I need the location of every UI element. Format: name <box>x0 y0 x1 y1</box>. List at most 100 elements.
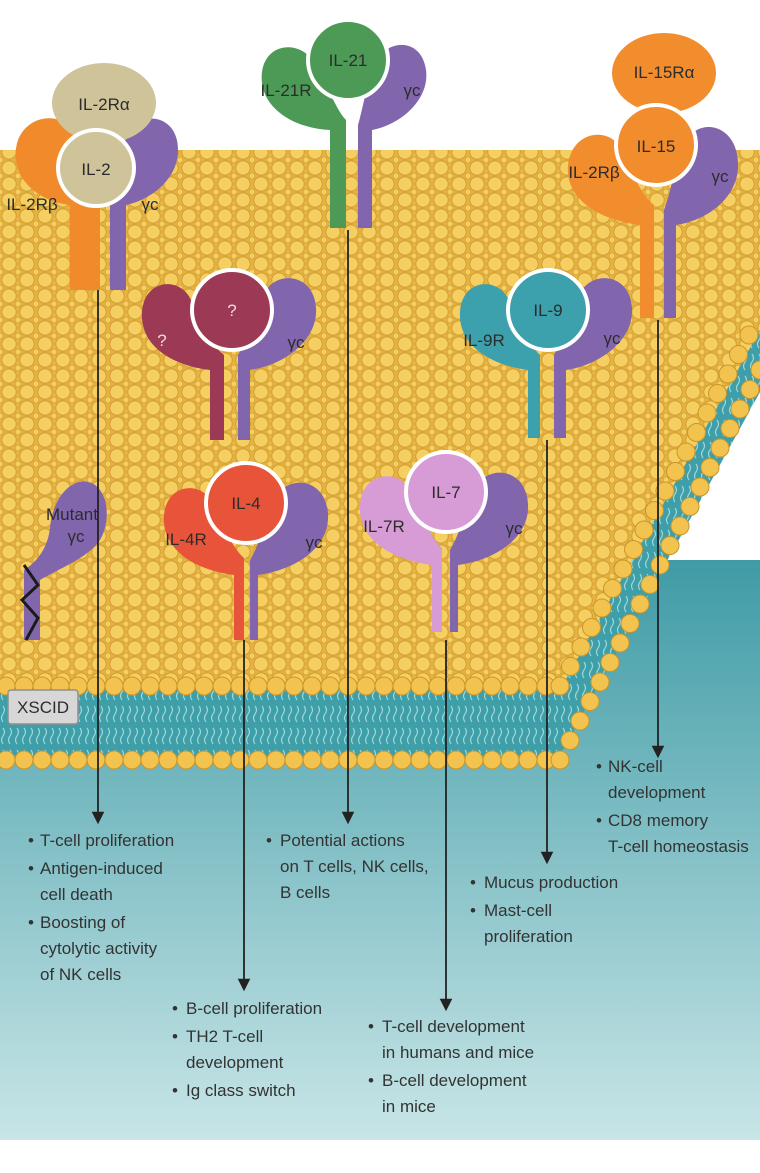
il2-effect-3c: of NK cells <box>40 965 121 984</box>
label-unknown-cytokine: ? <box>227 301 236 320</box>
svg-text:•: • <box>266 831 272 850</box>
lipid-head <box>213 677 231 695</box>
lipid-head <box>51 751 69 769</box>
lipid-head <box>267 677 285 695</box>
lipid-head <box>591 673 609 691</box>
lipid-head <box>601 654 619 672</box>
lipid-head <box>159 677 177 695</box>
il4-effect-2b: development <box>186 1053 284 1072</box>
lipid-head <box>285 751 303 769</box>
lipid-head <box>604 580 622 598</box>
il9-effect-2: Mast-cell <box>484 901 552 920</box>
lipid-head <box>303 751 321 769</box>
lipid-head <box>357 677 375 695</box>
il21-effect-1c: B cells <box>280 883 330 902</box>
lipid-head <box>621 615 639 633</box>
lipid-head <box>465 677 483 695</box>
lipid-head <box>429 751 447 769</box>
lipid-head <box>87 751 105 769</box>
label-gc: γc <box>404 81 422 100</box>
label-il9r: IL-9R <box>463 331 505 350</box>
lipid-head <box>701 459 719 477</box>
lipid-head <box>581 693 599 711</box>
il7-effect-2b: in mice <box>382 1097 436 1116</box>
lipid-head <box>123 751 141 769</box>
lipid-head <box>465 751 483 769</box>
lipid-head <box>375 751 393 769</box>
svg-text:•: • <box>470 901 476 920</box>
label-unknown-receptor: ? <box>157 331 166 350</box>
il7-effect-2: B-cell development <box>382 1071 527 1090</box>
lipid-head <box>177 677 195 695</box>
il2-effect-3: Boosting of <box>40 913 125 932</box>
lipid-head <box>321 751 339 769</box>
label-il2: IL-2 <box>81 160 110 179</box>
lipid-head <box>231 677 249 695</box>
lipid-head <box>519 751 537 769</box>
lipid-head <box>519 677 537 695</box>
il21-effect-1: Potential actions <box>280 831 405 850</box>
label-il21r: IL-21R <box>260 81 311 100</box>
lipid-head <box>141 677 159 695</box>
il4-effect-3: Ig class switch <box>186 1081 296 1100</box>
label-gc: γc <box>506 519 524 538</box>
lipid-head <box>303 677 321 695</box>
lipid-head <box>677 443 695 461</box>
label-il2rb: IL-2Rβ <box>568 163 620 182</box>
il15-effect-2: CD8 memory <box>608 811 709 830</box>
lipid-head <box>631 595 649 613</box>
label-mutant: Mutant <box>46 505 98 524</box>
lipid-head <box>411 751 429 769</box>
lipid-head <box>105 751 123 769</box>
lipid-head <box>33 751 51 769</box>
lipid-head <box>709 385 727 403</box>
lipid-head <box>583 619 601 637</box>
lipid-head <box>635 521 653 539</box>
svg-text:•: • <box>470 873 476 892</box>
svg-text:•: • <box>172 999 178 1018</box>
lipid-head <box>551 677 569 695</box>
lipid-head <box>411 677 429 695</box>
lipid-head <box>561 732 579 750</box>
lipid-head <box>681 498 699 516</box>
lipid-head <box>562 658 580 676</box>
lipid-head <box>447 677 465 695</box>
lipid-head <box>195 677 213 695</box>
lipid-head <box>571 712 589 730</box>
svg-text:•: • <box>28 913 34 932</box>
lipid-head <box>249 751 267 769</box>
lipid-head <box>483 677 501 695</box>
lipid-head <box>667 463 685 481</box>
lipid-head <box>501 677 519 695</box>
label-il7: IL-7 <box>431 483 460 502</box>
lipid-head <box>691 478 709 496</box>
label-il4: IL-4 <box>231 494 260 513</box>
lipid-head <box>614 560 632 578</box>
lipid-head <box>719 365 737 383</box>
lipid-head <box>641 576 659 594</box>
il2-effect-2b: cell death <box>40 885 113 904</box>
lipid-head <box>159 751 177 769</box>
lipid-head <box>375 677 393 695</box>
lipid-head <box>731 400 749 418</box>
lipid-head <box>447 751 465 769</box>
label-gc: γc <box>288 333 306 352</box>
lipid-head <box>393 677 411 695</box>
lipid-head <box>671 517 689 535</box>
lipid-head <box>611 634 629 652</box>
lipid-head <box>429 677 447 695</box>
xscid-label: XSCID <box>17 698 69 717</box>
label-il7r: IL-7R <box>363 517 405 536</box>
lipid-head <box>15 751 33 769</box>
label-gc: γc <box>604 329 622 348</box>
il4-effect-1: B-cell proliferation <box>186 999 322 1018</box>
svg-text:•: • <box>368 1071 374 1090</box>
lipid-head <box>357 751 375 769</box>
lipid-head <box>625 541 643 559</box>
lipid-head <box>721 420 739 438</box>
lipid-head <box>651 556 669 574</box>
svg-text:•: • <box>28 859 34 878</box>
label-il2rb: IL-2Rβ <box>6 195 58 214</box>
